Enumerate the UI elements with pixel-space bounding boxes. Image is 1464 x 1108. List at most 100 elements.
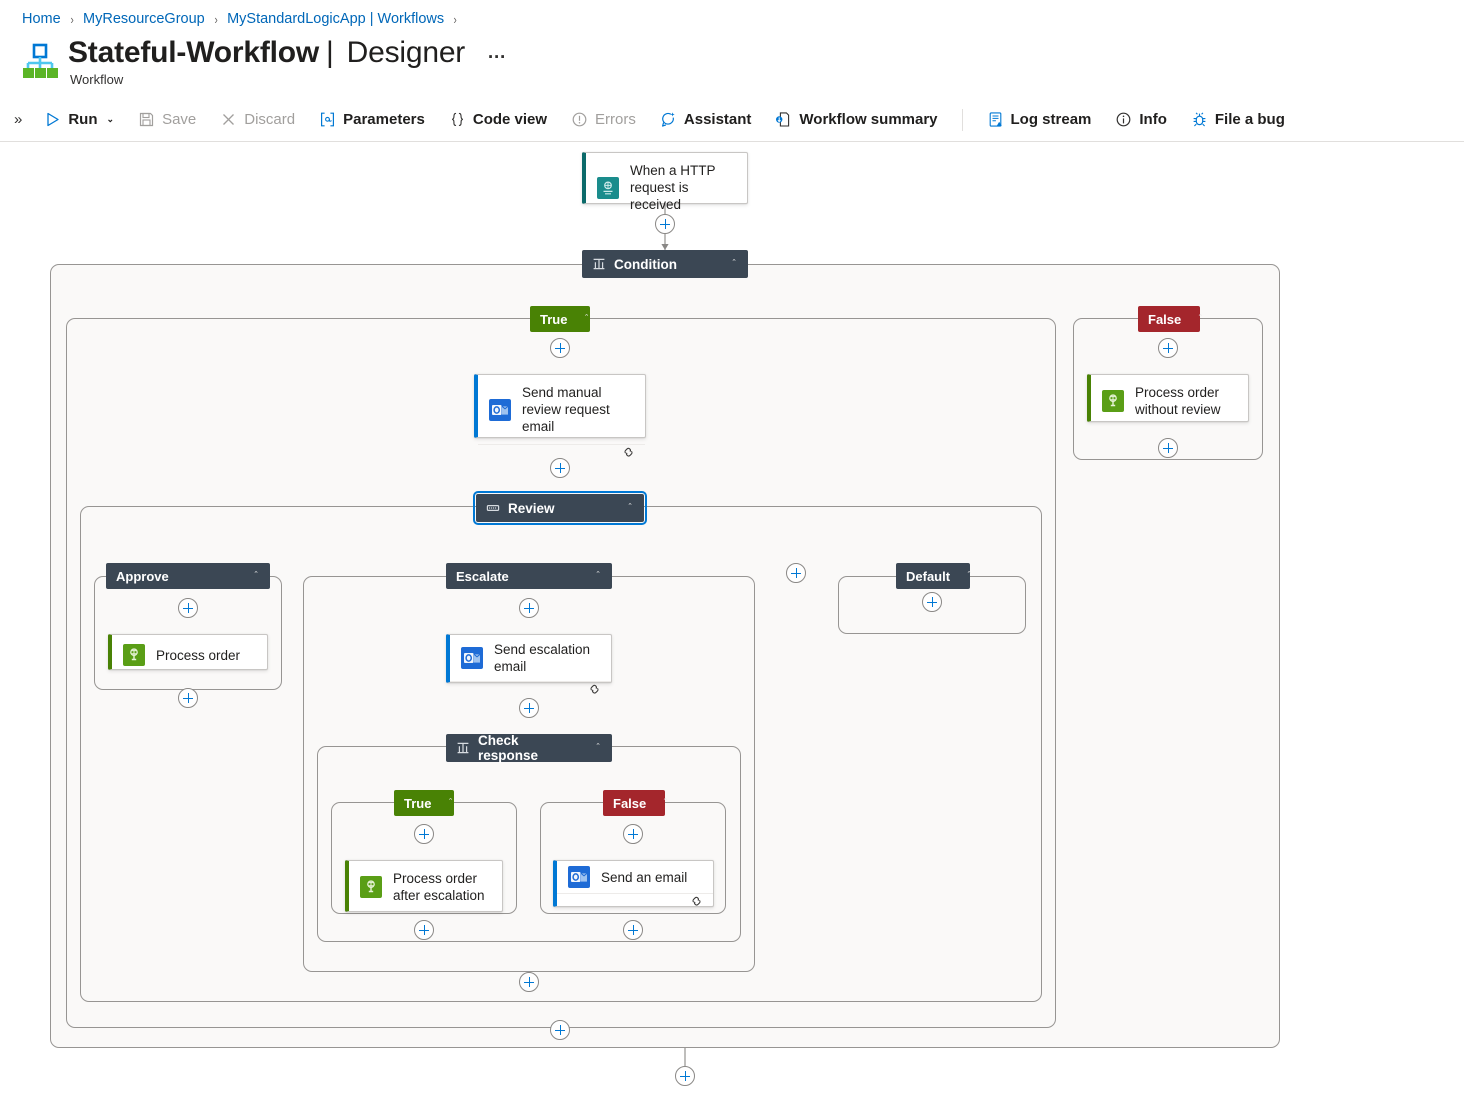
play-icon	[44, 111, 61, 128]
save-label: Save	[162, 111, 197, 128]
case-approve-badge[interactable]: Approve ＾	[106, 563, 270, 589]
connection-link-icon[interactable]	[690, 894, 704, 912]
save-button[interactable]: Save	[128, 106, 206, 133]
breadcrumb-item-resource-group[interactable]: MyResourceGroup	[83, 11, 205, 27]
case-escalate-badge[interactable]: Escalate ＾	[446, 563, 612, 589]
file-a-bug-label: File a bug	[1214, 111, 1285, 128]
node-label: Send an email	[601, 869, 688, 885]
sparkle-chat-icon	[660, 111, 677, 128]
add-step-approve-top-button[interactable]	[178, 598, 198, 618]
true-branch-badge[interactable]: True ＾	[530, 306, 592, 332]
node-label: Send escalation email	[494, 642, 591, 674]
curly-braces-icon	[449, 111, 466, 128]
add-step-escalate-top-button[interactable]	[519, 598, 539, 618]
chevron-up-icon[interactable]: ＾	[964, 572, 975, 584]
node-process-order-after-escalation[interactable]: Process order after escalation	[345, 860, 503, 912]
breadcrumb-separator-icon: ›	[70, 11, 74, 27]
add-case-button[interactable]	[786, 563, 806, 583]
run-button[interactable]: Run ⌄	[34, 106, 124, 133]
log-stream-label: Log stream	[1010, 111, 1092, 128]
info-button[interactable]: Info	[1105, 106, 1177, 133]
switch-icon	[486, 501, 500, 515]
breadcrumb-item-home[interactable]: Home	[22, 11, 61, 27]
file-a-bug-button[interactable]: File a bug	[1181, 106, 1295, 133]
node-label: Condition	[614, 256, 677, 272]
true-label: True	[404, 795, 432, 811]
condition-icon	[456, 741, 470, 755]
add-step-true-branch-top-button[interactable]	[550, 338, 570, 358]
add-step-after-escalation-email-button[interactable]	[519, 698, 539, 718]
chevron-up-icon[interactable]: ＾	[625, 504, 635, 516]
false-label: False	[613, 795, 647, 811]
case-default-badge[interactable]: Default ＾	[896, 563, 974, 589]
workflow-designer-canvas[interactable]: When a HTTP request is received Conditio…	[0, 142, 1464, 1092]
node-process-order-without-review[interactable]: Process order without review	[1087, 374, 1249, 422]
log-stream-button[interactable]: Log stream	[977, 106, 1102, 133]
add-step-nested-false-bottom-button[interactable]	[623, 920, 643, 940]
error-circle-icon	[571, 111, 588, 128]
discard-button[interactable]: Discard	[210, 106, 305, 133]
true-label: True	[540, 311, 568, 327]
node-process-order[interactable]: Process order	[108, 634, 268, 670]
connection-link-icon[interactable]	[588, 682, 602, 700]
at-bracket-icon	[319, 111, 336, 128]
breadcrumb: Home › MyResourceGroup › MyStandardLogic…	[0, 0, 1464, 30]
errors-button[interactable]: Errors	[561, 106, 646, 133]
node-send-escalation-email[interactable]: Send escalation email	[446, 634, 612, 694]
breadcrumb-item-logic-app[interactable]: MyStandardLogicApp | Workflows	[227, 11, 445, 27]
more-options-button[interactable]: …	[487, 42, 508, 63]
chevron-up-icon[interactable]: ＾	[445, 799, 456, 811]
node-label: When a HTTP request is received	[630, 163, 716, 212]
parameters-label: Parameters	[343, 111, 425, 128]
chevron-up-icon[interactable]: ＾	[581, 315, 592, 327]
node-send-an-email[interactable]: Send an email	[553, 860, 714, 907]
node-condition[interactable]: Condition ＾	[582, 250, 748, 278]
chevron-up-icon[interactable]: ＾	[660, 799, 671, 811]
summary-page-icon	[775, 111, 792, 128]
false-branch-badge[interactable]: False ＾	[1138, 306, 1205, 332]
chevron-down-icon[interactable]: ⌄	[106, 114, 115, 124]
process-order-icon	[360, 876, 382, 898]
code-view-button[interactable]: Code view	[439, 106, 557, 133]
save-disk-icon	[138, 111, 155, 128]
add-step-approve-bottom-button[interactable]	[178, 688, 198, 708]
node-label: Process order without review	[1135, 385, 1221, 417]
expand-sidebar-chevrons-icon[interactable]: »	[14, 111, 22, 128]
parameters-button[interactable]: Parameters	[309, 106, 435, 133]
add-step-default-button[interactable]	[922, 592, 942, 612]
workflow-summary-button[interactable]: Workflow summary	[765, 106, 947, 133]
http-request-icon	[597, 176, 619, 199]
nested-false-badge[interactable]: False ＾	[603, 790, 670, 816]
add-step-nested-true-top-button[interactable]	[414, 824, 434, 844]
nested-true-badge[interactable]: True ＾	[394, 790, 456, 816]
command-bar-divider	[961, 108, 963, 131]
assistant-button[interactable]: Assistant	[650, 106, 762, 133]
condition-icon	[592, 257, 606, 271]
node-check-response[interactable]: Check response ＾	[446, 733, 612, 763]
case-label: Approve	[116, 568, 169, 584]
bug-icon	[1191, 111, 1208, 128]
false-label: False	[1148, 311, 1182, 327]
add-step-false-branch-top-button[interactable]	[1158, 338, 1178, 358]
connection-link-icon[interactable]	[622, 445, 636, 463]
add-step-nested-true-bottom-button[interactable]	[414, 920, 434, 940]
chevron-up-icon[interactable]: ＾	[593, 572, 603, 584]
node-send-manual-review-request-email[interactable]: Send manual review request email	[474, 374, 646, 457]
chevron-up-icon[interactable]: ＾	[1195, 315, 1206, 327]
chevron-up-icon[interactable]: ＾	[251, 572, 261, 584]
node-label: Send manual review request email	[522, 385, 610, 434]
add-step-workflow-end-button[interactable]	[675, 1066, 695, 1086]
chevron-up-icon[interactable]: ＾	[729, 260, 739, 272]
discard-label: Discard	[244, 111, 296, 128]
add-step-true-branch-bottom-button[interactable]	[550, 1020, 570, 1040]
node-review-switch[interactable]: Review ＾	[473, 491, 647, 525]
add-step-escalate-bottom-button[interactable]	[519, 972, 539, 992]
node-label: Process order	[156, 647, 241, 663]
add-step-after-manual-review-email-button[interactable]	[550, 458, 570, 478]
node-when-a-http-request-is-received[interactable]: When a HTTP request is received	[582, 152, 748, 212]
page-subtitle: Workflow	[70, 72, 124, 87]
add-step-after-trigger-button[interactable]	[655, 214, 675, 234]
add-step-nested-false-top-button[interactable]	[623, 824, 643, 844]
chevron-up-icon[interactable]: ＾	[593, 744, 603, 756]
add-step-false-branch-bottom-button[interactable]	[1158, 438, 1178, 458]
